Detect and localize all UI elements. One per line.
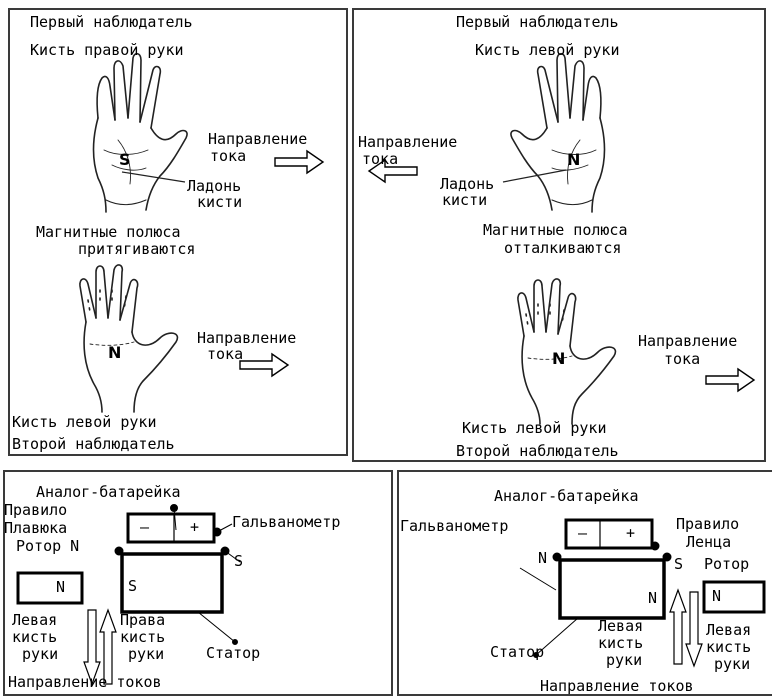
br-right-hand-1: Левая bbox=[706, 621, 752, 639]
tr-title-2: Кисть левой руки bbox=[475, 41, 620, 59]
br-left-hand-3: руки bbox=[606, 651, 643, 669]
tr-bottom-1: Кисть левой руки bbox=[462, 419, 607, 437]
left-hand-back-icon bbox=[79, 264, 179, 413]
bl-battery-minus: – bbox=[140, 518, 150, 536]
bl-right-hand-3: руки bbox=[128, 645, 165, 663]
bl-galvanometer-label: Гальванометр bbox=[232, 513, 341, 531]
br-rotor-box-n: N bbox=[712, 587, 722, 605]
br-battery-label: Аналог-батарейка bbox=[494, 487, 639, 505]
tr-current-direction-2: тока bbox=[362, 150, 399, 168]
tl-current-direction-4: тока bbox=[207, 345, 244, 363]
bl-currents-label: Направление токов bbox=[8, 673, 162, 691]
tr-palm-2: кисти bbox=[442, 191, 488, 209]
bl-left-hand-3: руки bbox=[22, 645, 59, 663]
tr-title-1: Первый наблюдатель bbox=[456, 13, 619, 31]
br-right-hand-3: руки bbox=[714, 655, 751, 673]
tl-current-direction-2: тока bbox=[210, 147, 247, 165]
bl-left-hand-2: кисть bbox=[12, 628, 58, 646]
tl-magnet-1: Магнитные полюса bbox=[36, 223, 181, 241]
br-right-hand-2: кисть bbox=[706, 638, 752, 656]
panel-top-left bbox=[8, 8, 348, 456]
tl-magnet-2: притягиваются bbox=[78, 240, 196, 258]
tl-title-2: Кисть правой руки bbox=[30, 41, 184, 59]
tl-bottom-1: Кисть левой руки bbox=[12, 413, 157, 431]
tr-magnet-1: Магнитные полюса bbox=[483, 221, 628, 239]
tl-title-1: Первый наблюдатель bbox=[30, 13, 193, 31]
tr-bottom-2: Второй наблюдатель bbox=[456, 442, 619, 460]
bl-battery-plus: + bbox=[190, 518, 200, 536]
br-stator-label: Статор bbox=[490, 643, 545, 661]
current-arrow-right-icon bbox=[274, 150, 324, 174]
bl-stator-s: S bbox=[128, 577, 138, 595]
circuit-right bbox=[519, 518, 766, 668]
bl-battery-label: Аналог-батарейка bbox=[36, 483, 181, 501]
br-currents-label: Направление токов bbox=[540, 677, 694, 695]
br-stator-n: N bbox=[648, 589, 658, 607]
right-hand-palm-icon bbox=[92, 52, 188, 213]
br-n-pole-left: N bbox=[538, 549, 548, 567]
tr-magnet-2: отталкиваются bbox=[504, 239, 622, 257]
bl-left-hand-1: Левая bbox=[12, 611, 58, 629]
tr-current-direction-4: тока bbox=[664, 350, 701, 368]
bl-rule-2: Плавюка bbox=[4, 519, 68, 537]
circuit-left bbox=[16, 504, 241, 686]
tl-pole-letter: S bbox=[119, 150, 131, 169]
tl-palm-2: кисти bbox=[197, 193, 243, 211]
tl-palm-1: Ладонь bbox=[187, 177, 242, 195]
br-rule-2: Ленца bbox=[686, 533, 732, 551]
panel-bottom-left bbox=[3, 470, 393, 696]
left-hand-palm-icon bbox=[510, 52, 606, 213]
current-arrow-right-3-icon bbox=[705, 368, 755, 392]
br-rotor-label: Ротор bbox=[704, 555, 750, 573]
br-battery-plus: + bbox=[626, 524, 636, 542]
tr-palm-1: Ладонь bbox=[440, 175, 495, 193]
tl-bottom-2: Второй наблюдатель bbox=[12, 435, 175, 453]
bl-right-hand-2: кисть bbox=[120, 628, 166, 646]
panel-bottom-right bbox=[397, 470, 772, 696]
br-rule-1: Правило bbox=[676, 515, 740, 533]
bl-rotor-label: Ротор N bbox=[16, 537, 80, 555]
br-galvanometer-label: Гальванометр bbox=[400, 517, 509, 535]
tl-pole2-letter: N bbox=[108, 343, 122, 362]
tr-pole2-letter: N bbox=[552, 349, 566, 368]
bl-rotor-box-n: N bbox=[56, 578, 66, 596]
br-left-hand-2: кисть bbox=[598, 634, 644, 652]
br-left-hand-1: Левая bbox=[598, 617, 644, 635]
bl-right-hand-1: Права bbox=[120, 611, 166, 629]
tl-current-direction-1: Направление bbox=[208, 130, 308, 148]
bl-stator-label: Статор bbox=[206, 644, 261, 662]
bl-s-pole-right: S bbox=[234, 552, 244, 570]
tr-current-direction-3: Направление bbox=[638, 332, 738, 350]
tr-current-direction-1: Направление bbox=[358, 133, 458, 151]
left-hand-back-2-icon bbox=[517, 278, 617, 425]
panel-top-right bbox=[352, 8, 766, 462]
tr-pole-letter: N bbox=[567, 150, 581, 169]
br-s-pole-right: S bbox=[674, 555, 684, 573]
bl-rule-1: Правило bbox=[4, 501, 68, 519]
tl-current-direction-3: Направление bbox=[197, 329, 297, 347]
current-arrow-right-2-icon bbox=[239, 353, 289, 377]
br-battery-minus: – bbox=[578, 524, 588, 542]
